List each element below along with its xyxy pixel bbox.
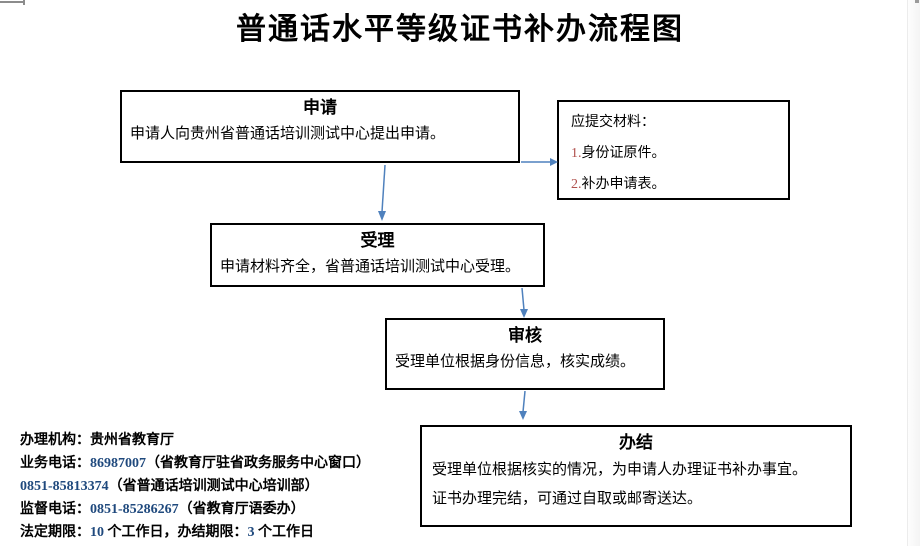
arrow-apply-to-accept-icon: [378, 165, 386, 221]
page-corner-tick: [23, 0, 25, 5]
page-corner-mark: [0, 1, 24, 3]
flow-box-accept-title: 受理: [360, 231, 395, 250]
page-title: 普通话水平等级证书补办流程图: [236, 13, 684, 46]
arrow-apply-to-materials-icon: [521, 158, 558, 166]
footer-phone-number: 86987007: [90, 456, 146, 471]
arrow-review-to-complete-icon: [519, 391, 527, 420]
flow-box-complete-body-line1: 受理单位根据核实的情况，为申请人办理证书补办事宜。: [432, 462, 808, 478]
flow-box-complete-body-line2: 证书办理完结，可通过自取或邮寄送达。: [432, 491, 703, 507]
footer-line-business-phone: 业务电话：86987007（省教育厅驻省政务服务中心窗口）: [20, 456, 370, 471]
footer-phone-number-2: 0851-85813374: [20, 479, 109, 494]
footer-line-agency: 办理机构：贵州省教育厅: [20, 433, 174, 448]
flow-box-accept-body: 申请材料齐全，省普通话培训测试中心受理。: [220, 259, 521, 275]
flow-box-apply: 申请 申请人向贵州省普通话培训测试中心提出申请。: [120, 90, 520, 163]
flow-box-apply-title: 申请: [303, 98, 337, 117]
footer-days-number: 10: [90, 525, 104, 540]
footer-line-phone2: 0851-85813374（省普通话培训测试中心培训部）: [20, 479, 319, 494]
materials-heading: 应提交材料：: [571, 115, 655, 130]
materials-item-2-number: 2.: [571, 177, 582, 192]
footer-line-time-limit: 法定期限：10 个工作日，办结期限：3 个工作日: [20, 525, 314, 540]
page-top-right-mark: [915, 0, 919, 3]
materials-item-1: 1.身份证原件。: [571, 138, 788, 169]
flow-box-apply-body: 申请人向贵州省普通话培训测试中心提出申请。: [130, 126, 446, 142]
arrow-accept-to-review-icon: [520, 288, 528, 318]
flow-box-review-body: 受理单位根据身份信息，核实成绩。: [395, 354, 636, 370]
flow-box-complete-body: 受理单位根据核实的情况，为申请人办理证书补办事宜。 证书办理完结，可通过自取或邮…: [422, 456, 850, 514]
materials-item-2: 2.补办申请表。: [571, 169, 788, 200]
flow-box-review-title: 审核: [508, 326, 542, 345]
flow-box-review: 审核 受理单位根据身份信息，核实成绩。: [385, 318, 665, 390]
flow-box-accept: 受理 申请材料齐全，省普通话培训测试中心受理。: [210, 223, 545, 287]
flow-box-complete: 办结 受理单位根据核实的情况，为申请人办理证书补办事宜。 证书办理完结，可通过自…: [420, 425, 852, 527]
materials-item-2-text: 补办申请表。: [581, 177, 666, 192]
footer-phone-number-3: 0851-85286267: [90, 502, 179, 517]
footer-line-supervision-phone: 监督电话：0851-85286267（省教育厅语委办）: [20, 502, 305, 517]
footer-info: 办理机构：贵州省教育厅 业务电话：86987007（省教育厅驻省政务服务中心窗口…: [20, 429, 370, 544]
materials-item-1-number: 1.: [571, 146, 582, 161]
footer-days-number-2: 3: [247, 525, 255, 540]
flow-box-complete-title: 办结: [619, 433, 653, 452]
materials-item-1-text: 身份证原件。: [581, 146, 666, 161]
page-edge-strip: [907, 0, 920, 546]
materials-note-box: 应提交材料： 1.身份证原件。 2.补办申请表。: [557, 100, 790, 200]
